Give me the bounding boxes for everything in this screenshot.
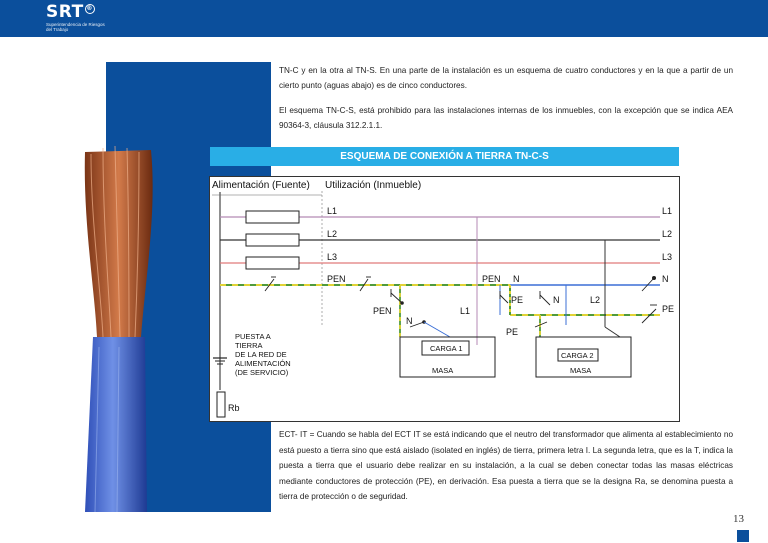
label-n-load2: N bbox=[553, 295, 560, 305]
heading-use: Utilización (Inmueble) bbox=[325, 180, 421, 191]
registered-mark: ® bbox=[84, 4, 95, 14]
label-pen-load1: PEN bbox=[373, 306, 392, 316]
label-pen-mid: PEN bbox=[482, 274, 501, 284]
label-l2-right: L2 bbox=[662, 229, 672, 239]
load2-mass-box bbox=[535, 336, 632, 378]
tn-c-s-diagram: Alimentación (Fuente) Utilización (Inmue… bbox=[209, 176, 680, 422]
header-bar: SRT® Superintendencia de Riesgos del Tra… bbox=[0, 0, 768, 37]
rb-label: Rb bbox=[228, 403, 240, 413]
load1-name: CARGA 1 bbox=[430, 344, 463, 353]
load1-mass-box bbox=[399, 336, 496, 378]
paragraph-tn-c-s-intro: TN-C y en la otra al TN-S. En una parte … bbox=[279, 66, 733, 90]
load1-box bbox=[421, 340, 470, 356]
label-l3-left: L3 bbox=[327, 252, 337, 262]
srt-logo: SRT® Superintendencia de Riesgos del Tra… bbox=[46, 2, 106, 32]
load2-name: CARGA 2 bbox=[561, 351, 594, 360]
earth-text-2: TIERRA bbox=[235, 341, 263, 350]
label-n-mid: N bbox=[513, 274, 520, 284]
load2-mass: MASA bbox=[570, 366, 591, 375]
label-l2-left: L2 bbox=[327, 229, 337, 239]
page-number: 13 bbox=[733, 513, 744, 525]
label-pe-right: PE bbox=[662, 304, 674, 314]
copper-cable-photo bbox=[84, 145, 153, 512]
winding-l2 bbox=[245, 233, 300, 247]
label-pen-left: PEN bbox=[327, 274, 346, 284]
label-n-right: N bbox=[662, 274, 669, 284]
label-l2-load2: L2 bbox=[590, 295, 600, 305]
label-pe-load2: PE bbox=[506, 327, 518, 337]
label-l1-left: L1 bbox=[327, 206, 337, 216]
earth-text-1: PUESTA A bbox=[235, 332, 271, 341]
rb-resistor bbox=[216, 391, 226, 418]
load1-mass: MASA bbox=[432, 366, 453, 375]
label-l1-right: L1 bbox=[662, 206, 672, 216]
page-corner-square bbox=[737, 530, 749, 542]
label-l1-load1: L1 bbox=[460, 306, 470, 316]
earth-text-5: (DE SERVICIO) bbox=[235, 368, 289, 377]
winding-l3 bbox=[245, 256, 300, 270]
load2-box bbox=[557, 348, 599, 362]
label-n-load1: N bbox=[406, 316, 413, 326]
label-l3-right: L3 bbox=[662, 252, 672, 262]
paragraph-tn-c-s-prohibited: El esquema TN-C-S, está prohibido para l… bbox=[279, 106, 733, 130]
label-pe-load2-top: PE bbox=[511, 295, 523, 305]
logo-text: SRT bbox=[46, 2, 84, 22]
tn-c-s-diagram-svg: Alimentación (Fuente) Utilización (Inmue… bbox=[212, 180, 674, 418]
earth-text-3: DE LA RED DE bbox=[235, 350, 287, 359]
logo-subtitle: Superintendencia de Riesgos del Trabajo bbox=[46, 22, 105, 32]
heading-supply: Alimentación (Fuente) bbox=[212, 180, 310, 191]
diagram-title-banner: ESQUEMA DE CONEXIÓN A TIERRA TN-C-S bbox=[210, 147, 679, 166]
winding-l1 bbox=[245, 210, 300, 224]
earth-text-4: ALIMENTACIÓN bbox=[235, 359, 291, 368]
paragraph-ect-it: ECT- IT = Cuando se habla del ECT IT se … bbox=[279, 430, 733, 501]
